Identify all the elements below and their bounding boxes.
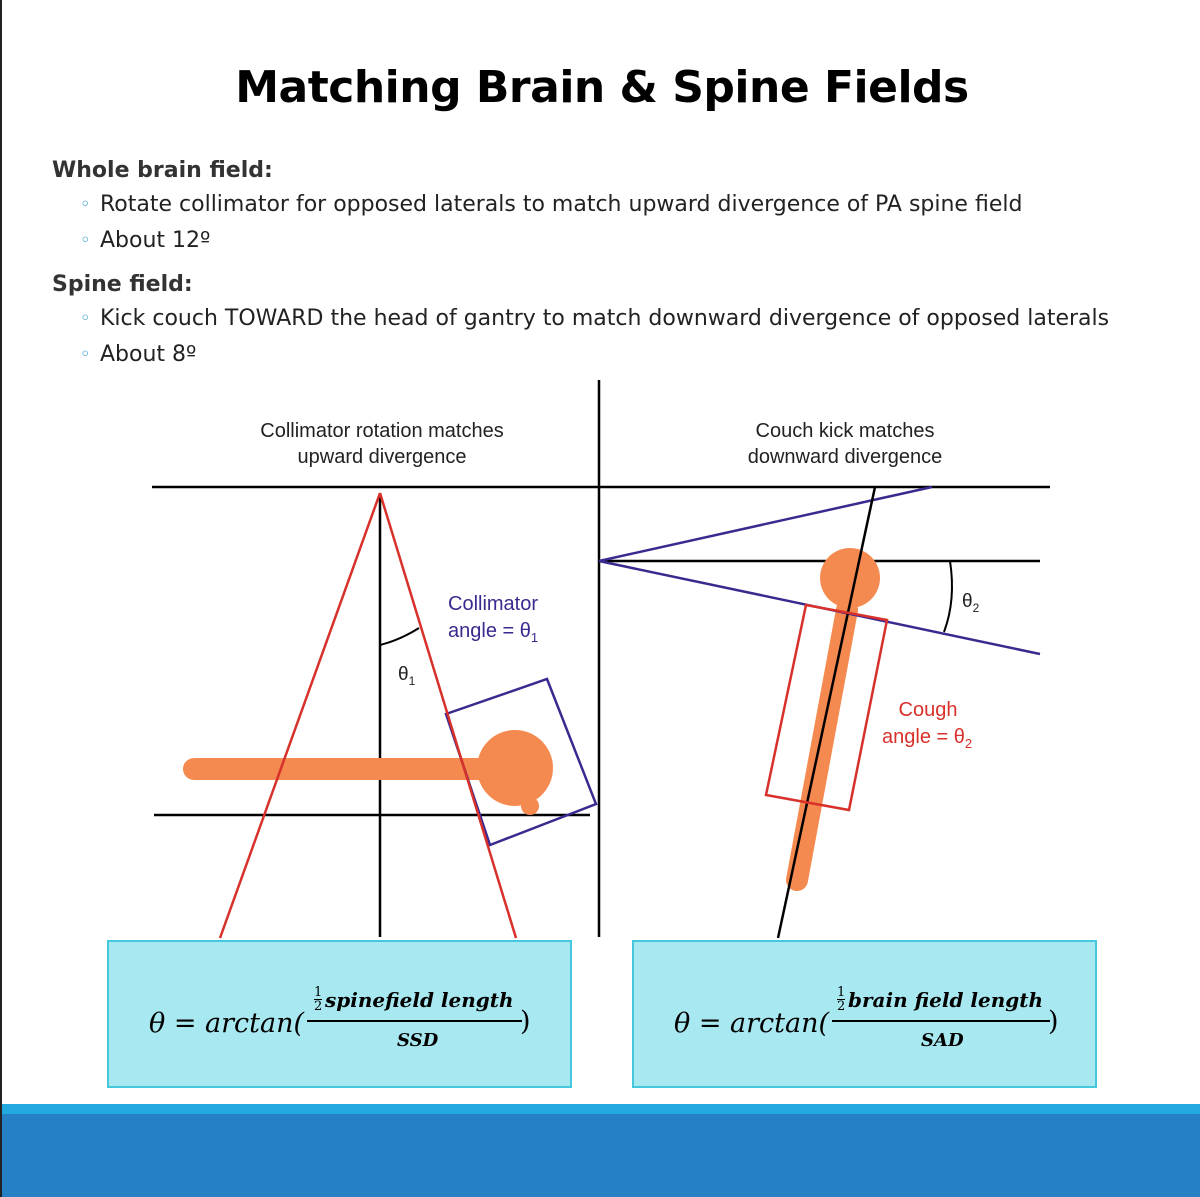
theta2-label: θ2 xyxy=(962,591,980,615)
bullet-text: Kick couch TOWARD the head of gantry to … xyxy=(100,306,1110,331)
left-caption-line2: upward divergence xyxy=(298,446,467,468)
formula-lhs: θ = arctan( xyxy=(674,1008,830,1039)
cough-label-line1: Cough xyxy=(899,699,958,721)
bullet-content: Whole brain field: ◦ Rotate collimator f… xyxy=(52,155,1172,373)
bullet-circle-icon: ◦ xyxy=(80,230,91,251)
slide-title: Matching Brain & Spine Fields xyxy=(235,62,969,113)
patient-head-left xyxy=(477,730,553,806)
couch-kick-axis xyxy=(776,486,877,939)
theta1-label: θ1 xyxy=(398,664,416,688)
formula-numerator: spinefield length xyxy=(325,988,514,1012)
right-caption-line1: Couch kick matches xyxy=(756,420,935,442)
spine-field-rectangle xyxy=(764,603,889,812)
bullet-item: ◦ Rotate collimator for opposed laterals… xyxy=(52,187,1172,223)
bullet-text: Rotate collimator for opposed laterals t… xyxy=(100,192,1023,217)
section-heading: Whole brain field: xyxy=(52,158,273,183)
formula-numerator: brain field length xyxy=(848,988,1044,1012)
beam-edge-right xyxy=(378,492,518,939)
section-whole-brain: Whole brain field: ◦ Rotate collimator f… xyxy=(52,155,1172,259)
formula-denominator: SSD xyxy=(397,1030,439,1051)
collimator-label-line2: angle = θ1 xyxy=(448,620,538,645)
footer-bar xyxy=(2,1114,1200,1197)
right-caption-line2: downward divergence xyxy=(748,446,943,468)
bullet-text: About 8º xyxy=(100,342,197,367)
bullet-item: ◦ About 8º xyxy=(52,337,1172,373)
theta1-arc xyxy=(379,627,420,646)
section-spine: Spine field: ◦ Kick couch TOWARD the hea… xyxy=(52,269,1172,373)
patient-head-right xyxy=(820,548,880,608)
section-heading: Spine field: xyxy=(52,272,193,297)
formula-lhs: θ = arctan( xyxy=(149,1008,305,1039)
footer-accent-line xyxy=(2,1104,1200,1114)
cough-label-line2: angle = θ2 xyxy=(882,726,972,751)
beam-edge-left xyxy=(218,492,382,939)
beam-upper-edge xyxy=(598,485,933,563)
formula-fraction-bar xyxy=(832,1020,1050,1022)
left-caption-line1: Collimator rotation matches xyxy=(260,420,503,442)
bullet-item: ◦ About 12º xyxy=(52,223,1172,259)
bullet-circle-icon: ◦ xyxy=(80,344,91,365)
theta2-arc xyxy=(943,560,953,633)
formula-close-paren: ) xyxy=(1048,1006,1059,1037)
collimator-label-line1: Collimator xyxy=(448,593,538,615)
field-matching-diagram: Collimator rotation matches upward diver… xyxy=(152,380,1050,939)
bullet-text: About 12º xyxy=(100,228,211,253)
formula-denominator: SAD xyxy=(921,1030,964,1051)
bullet-item: ◦ Kick couch TOWARD the head of gantry t… xyxy=(52,301,1172,337)
bullet-circle-icon: ◦ xyxy=(80,194,91,215)
formula-close-paren: ) xyxy=(520,1006,531,1037)
patient-chin-left xyxy=(521,797,539,815)
formula-fraction-bar xyxy=(307,1020,522,1022)
bullet-circle-icon: ◦ xyxy=(80,308,91,329)
